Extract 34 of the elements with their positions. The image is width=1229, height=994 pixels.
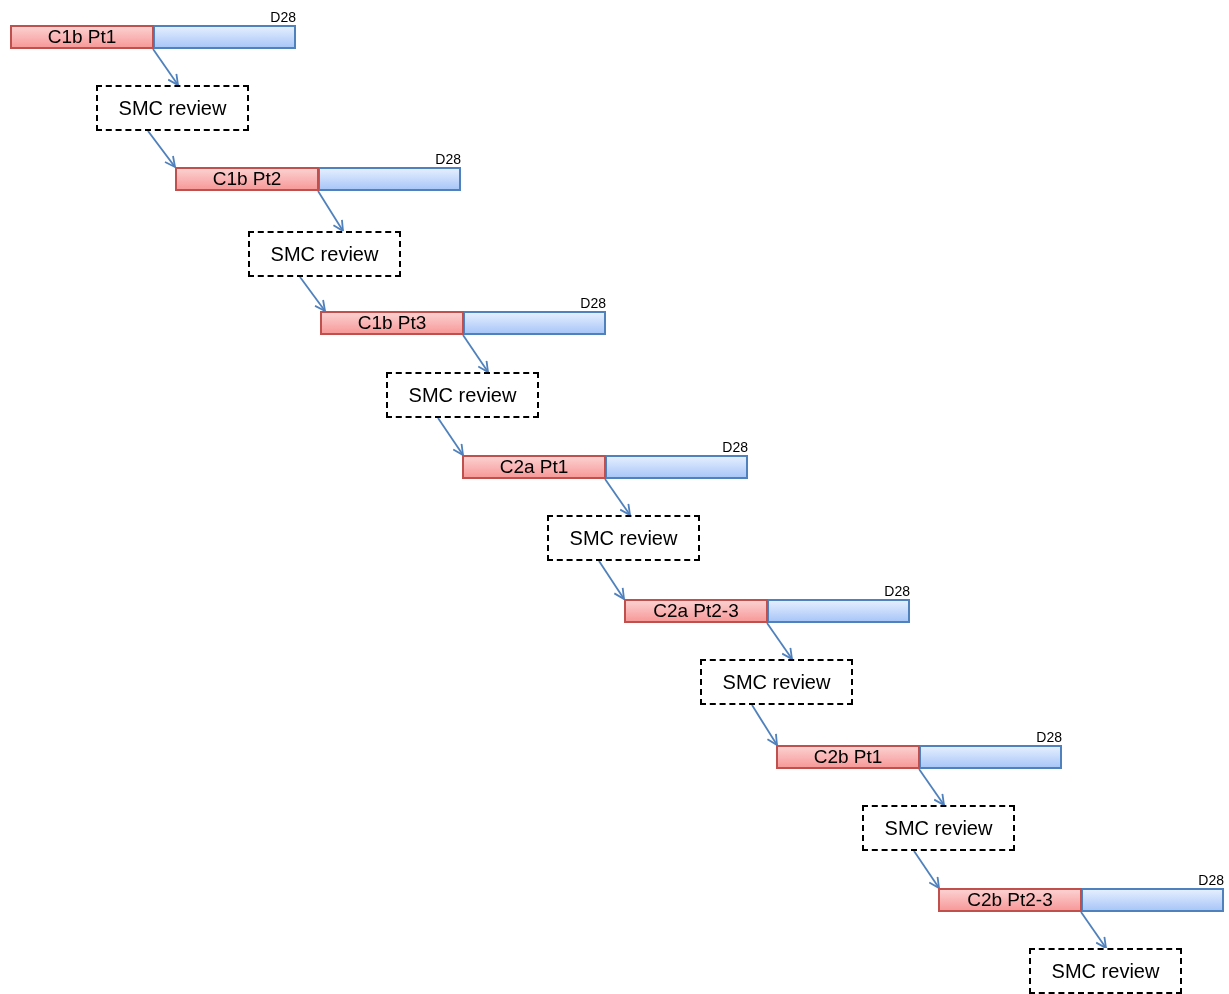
day-label: D28 bbox=[1198, 872, 1224, 888]
arrow bbox=[437, 417, 464, 456]
arrow bbox=[766, 622, 793, 660]
review-box: SMC review bbox=[700, 659, 853, 705]
arrow bbox=[317, 190, 344, 232]
task-label: C1b Pt3 bbox=[357, 312, 427, 334]
arrow bbox=[604, 478, 631, 516]
review-box: SMC review bbox=[96, 85, 249, 131]
arrow bbox=[751, 704, 778, 746]
arrow bbox=[147, 130, 176, 168]
review-box: SMC review bbox=[386, 372, 539, 418]
task-label: C2a Pt2-3 bbox=[653, 600, 739, 622]
arrow bbox=[1080, 911, 1107, 949]
task-label: C2a Pt1 bbox=[499, 456, 569, 478]
review-box: SMC review bbox=[248, 231, 401, 277]
day-label: D28 bbox=[1036, 729, 1062, 745]
arrow bbox=[462, 334, 489, 373]
task-label: C1b Pt1 bbox=[47, 26, 117, 48]
arrow bbox=[598, 560, 625, 600]
arrow bbox=[299, 276, 326, 312]
arrow bbox=[913, 850, 940, 889]
review-box: SMC review bbox=[547, 515, 700, 561]
day-label: D28 bbox=[435, 151, 461, 167]
arrow bbox=[918, 768, 945, 806]
review-box: SMC review bbox=[862, 805, 1015, 851]
review-box: SMC review bbox=[1029, 948, 1182, 994]
task-label: C2b Pt2-3 bbox=[967, 889, 1053, 911]
task-label: C2b Pt1 bbox=[813, 746, 883, 768]
task-label: C1b Pt2 bbox=[212, 168, 282, 190]
arrow bbox=[152, 48, 179, 86]
day-label: D28 bbox=[270, 9, 296, 25]
day-label: D28 bbox=[884, 583, 910, 599]
day-label: D28 bbox=[722, 439, 748, 455]
day-label: D28 bbox=[580, 295, 606, 311]
